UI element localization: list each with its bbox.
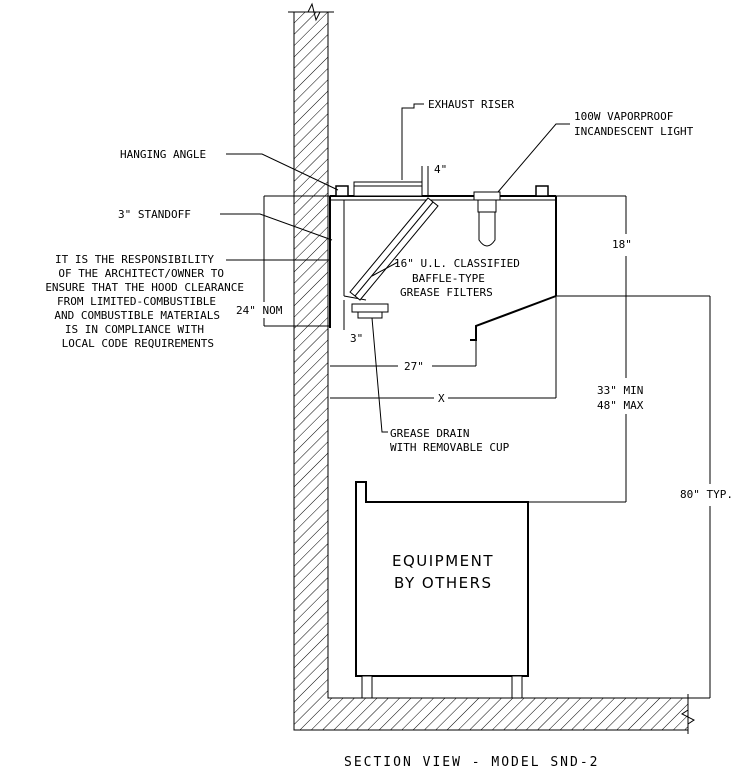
exhaust-riser-label: EXHAUST RISER (428, 98, 514, 111)
equipment-label-line1: EQUIPMENT (392, 552, 494, 570)
note-line: ENSURE THAT THE HOOD CLEARANCE (45, 281, 244, 294)
caption: SECTION VIEW - MODEL SND-2 (344, 755, 600, 768)
dimension-18-label: 18" (612, 238, 632, 251)
exhaust-riser (353, 181, 423, 197)
baffle-filter (349, 197, 439, 301)
dimension-33-min-label: 33" MIN (597, 384, 643, 397)
hanging-angles (335, 185, 549, 197)
grease-drain-label-line1: GREASE DRAIN (390, 427, 469, 440)
dimension-24-nom-label: 24" NOM (236, 304, 283, 317)
note-line: OF THE ARCHITECT/OWNER TO (58, 267, 224, 280)
dimension-3-label: 3" (350, 332, 363, 345)
note-line: LOCAL CODE REQUIREMENTS (62, 337, 214, 350)
note-line: FROM LIMITED-COMBUSTIBLE (57, 295, 216, 308)
filters-label-line2: BAFFLE-TYPE (412, 272, 485, 285)
hanging-angle-label: HANGING ANGLE (120, 148, 206, 161)
note-line: IT IS THE RESPONSIBILITY (55, 253, 214, 266)
note-line: AND COMBUSTIBLE MATERIALS (54, 309, 220, 322)
light-label-line2: INCANDESCENT LIGHT (574, 125, 694, 138)
equipment-label-line2: BY OTHERS (394, 574, 493, 592)
light-fixture (473, 191, 501, 247)
grease-drain-label-line2: WITH REMOVABLE CUP (390, 441, 510, 454)
clearance-note: IT IS THE RESPONSIBILITY OF THE ARCHITEC… (45, 253, 244, 350)
standoff-label: 3" STANDOFF (118, 208, 191, 221)
filters-label-line3: GREASE FILTERS (400, 286, 493, 299)
filters-label-line1: 16" U.L. CLASSIFIED (394, 257, 520, 270)
dimension-x-label: X (438, 392, 445, 405)
note-line: IS IN COMPLIANCE WITH (65, 323, 204, 336)
dimension-80-typ-label: 80" TYP. (680, 488, 733, 501)
dimension-4-label: 4" (434, 163, 447, 176)
leader-lines (220, 103, 570, 433)
light-label-line1: 100W VAPORPROOF (574, 110, 673, 123)
grease-drain-cup (351, 303, 389, 319)
dimension-lines (263, 166, 711, 699)
dimension-27-label: 27" (404, 360, 424, 373)
dimension-48-max-label: 48" MAX (597, 399, 644, 412)
